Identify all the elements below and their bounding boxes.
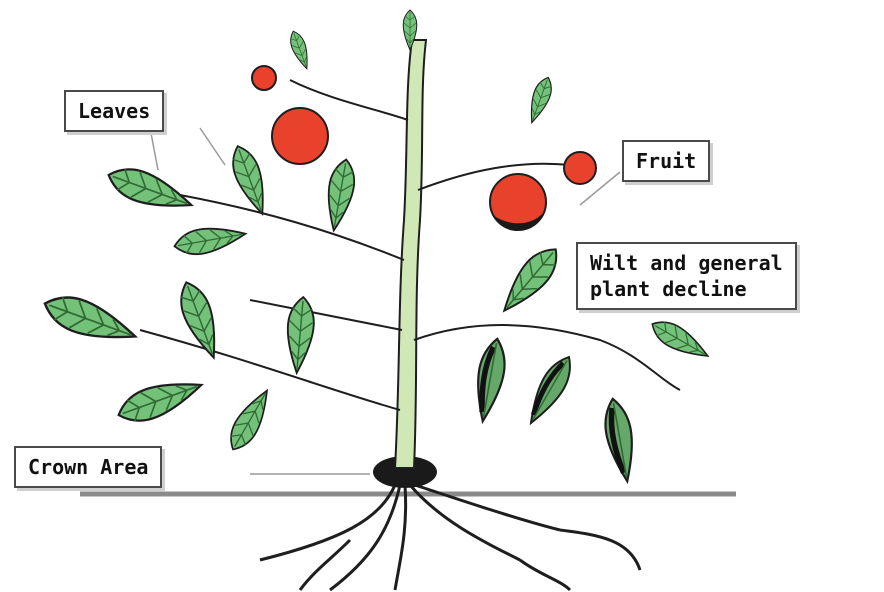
- wilt-label-line1: Wilt and general: [590, 250, 783, 276]
- leader-lines: [150, 128, 620, 474]
- main-stem: [395, 40, 426, 468]
- fruit-label: Fruit: [622, 140, 710, 182]
- wilt-label-line2: plant decline: [590, 276, 783, 302]
- roots: [260, 485, 640, 590]
- leaves-label: Leaves: [64, 90, 164, 132]
- crown-area-label: Crown Area: [14, 446, 162, 488]
- wilting-leaves: [471, 315, 714, 484]
- wilt-label: Wilt and general plant decline: [576, 242, 797, 310]
